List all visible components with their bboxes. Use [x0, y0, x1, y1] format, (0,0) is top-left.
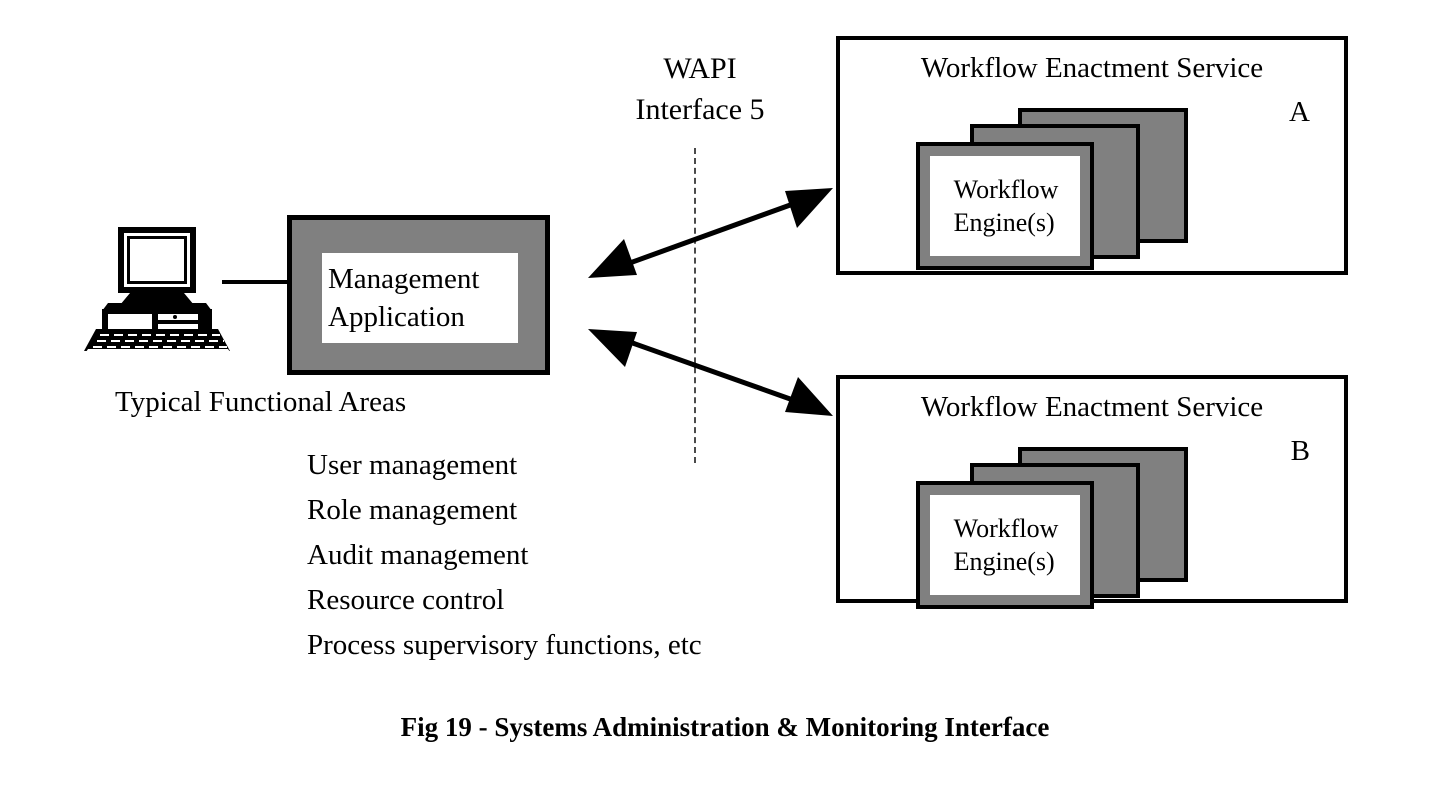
functional-areas-list: User management Role management Audit ma… [307, 443, 702, 668]
workflow-enactment-service-b[interactable]: Workflow Enactment Service B Workflow En… [836, 375, 1348, 609]
management-application-panel: Management Application [322, 253, 518, 343]
desktop-computer-icon [78, 225, 248, 355]
workflow-engine-label: Workflow Engine(s) [953, 175, 1059, 237]
workflow-engine-card-front[interactable]: Workflow Engine(s) [916, 481, 1094, 609]
interface-boundary-dashed-line [694, 148, 696, 463]
workflow-engine-panel: Workflow Engine(s) [930, 495, 1080, 595]
management-application-box[interactable]: Management Application [287, 215, 550, 375]
list-item: Process supervisory functions, etc [307, 629, 702, 661]
arrow-management-to-service-a [588, 188, 833, 278]
service-letter: B [1290, 435, 1310, 467]
list-item: Audit management [307, 539, 529, 571]
list-item: User management [307, 449, 518, 481]
workflow-enactment-service-a[interactable]: Workflow Enactment Service A Workflow En… [836, 36, 1348, 275]
workflow-engine-stack: Workflow Engine(s) [908, 447, 1248, 609]
workflow-engine-card-front[interactable]: Workflow Engine(s) [916, 142, 1094, 270]
figure-caption: Fig 19 - Systems Administration & Monito… [400, 712, 1050, 742]
list-item: Resource control [307, 584, 505, 616]
workflow-engine-stack: Workflow Engine(s) [908, 108, 1248, 270]
functional-areas-heading: Typical Functional Areas [115, 386, 407, 418]
service-letter: A [1289, 96, 1310, 128]
service-title: Workflow Enactment Service [920, 391, 1264, 423]
workflow-engine-panel: Workflow Engine(s) [930, 156, 1080, 256]
management-application-label: Management Application [328, 263, 480, 333]
arrow-management-to-service-b [588, 329, 833, 416]
computer-to-management-connector [222, 280, 290, 284]
workflow-engine-label: Workflow Engine(s) [953, 514, 1059, 576]
wapi-interface-label: WAPI Interface 5 [635, 52, 765, 126]
list-item: Role management [307, 494, 518, 526]
service-title: Workflow Enactment Service [920, 52, 1264, 84]
